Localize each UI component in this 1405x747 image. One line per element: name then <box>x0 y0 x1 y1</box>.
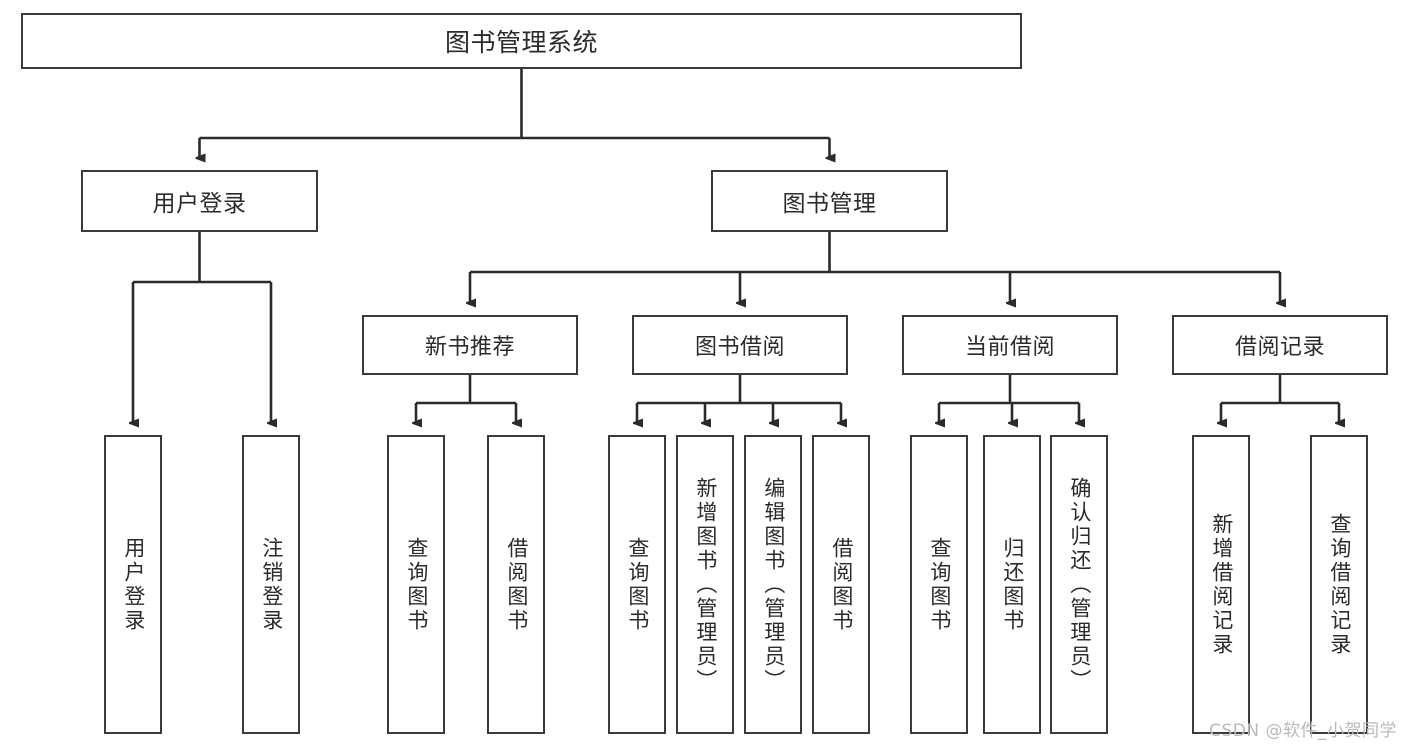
node-label: 当前借阅 <box>964 335 1055 360</box>
node-leaf-query-books-borrow[interactable]: 查询图书 <box>608 435 666 734</box>
node-label: 归还图书 <box>1000 536 1025 633</box>
node-label: 查询图书 <box>927 536 952 633</box>
node-book-management[interactable]: 图书管理 <box>711 170 948 232</box>
node-leaf-edit-book-admin[interactable]: 编辑图书（管理员） <box>744 435 802 734</box>
node-label: 图书借阅 <box>694 335 785 360</box>
node-label: 注销登录 <box>259 536 284 633</box>
node-label: 确认归还（管理员） <box>1067 476 1092 693</box>
node-leaf-user-login[interactable]: 用户登录 <box>104 435 162 734</box>
node-label: 用户登录 <box>152 191 247 217</box>
node-label: 查询借阅记录 <box>1327 512 1352 657</box>
node-borrow-records[interactable]: 借阅记录 <box>1172 315 1388 375</box>
node-book-borrowing[interactable]: 图书借阅 <box>632 315 848 375</box>
node-label: 新增图书（管理员） <box>693 476 718 693</box>
node-leaf-query-books-current[interactable]: 查询图书 <box>910 435 968 734</box>
connectors <box>133 69 1339 423</box>
node-new-book-recommendation[interactable]: 新书推荐 <box>362 315 578 375</box>
node-label: 查询图书 <box>625 536 650 633</box>
node-label: 借阅图书 <box>504 536 529 633</box>
node-leaf-add-book-admin[interactable]: 新增图书（管理员） <box>676 435 734 734</box>
node-leaf-confirm-return-admin[interactable]: 确认归还（管理员） <box>1050 435 1108 734</box>
node-leaf-borrow-books-newbook[interactable]: 借阅图书 <box>487 435 545 734</box>
node-label: 借阅记录 <box>1234 335 1325 360</box>
node-label: 借阅图书 <box>829 536 854 633</box>
node-leaf-borrow-books[interactable]: 借阅图书 <box>812 435 870 734</box>
node-user-login[interactable]: 用户登录 <box>81 170 318 232</box>
node-label: 查询图书 <box>404 536 429 633</box>
node-label: 新增借阅记录 <box>1209 512 1234 657</box>
node-label: 编辑图书（管理员） <box>761 476 786 693</box>
node-leaf-return-books[interactable]: 归还图书 <box>983 435 1041 734</box>
node-label: 新书推荐 <box>424 335 515 360</box>
node-current-borrowing[interactable]: 当前借阅 <box>902 315 1118 375</box>
node-label: 图书管理系统 <box>444 28 598 57</box>
node-leaf-query-books-newbook[interactable]: 查询图书 <box>387 435 445 734</box>
node-label: 用户登录 <box>121 536 146 633</box>
node-book-management-system[interactable]: 图书管理系统 <box>21 13 1022 69</box>
node-leaf-add-borrow-record[interactable]: 新增借阅记录 <box>1192 435 1250 734</box>
node-leaf-query-borrow-record[interactable]: 查询借阅记录 <box>1310 435 1368 734</box>
node-leaf-logout[interactable]: 注销登录 <box>242 435 300 734</box>
node-label: 图书管理 <box>782 191 877 217</box>
